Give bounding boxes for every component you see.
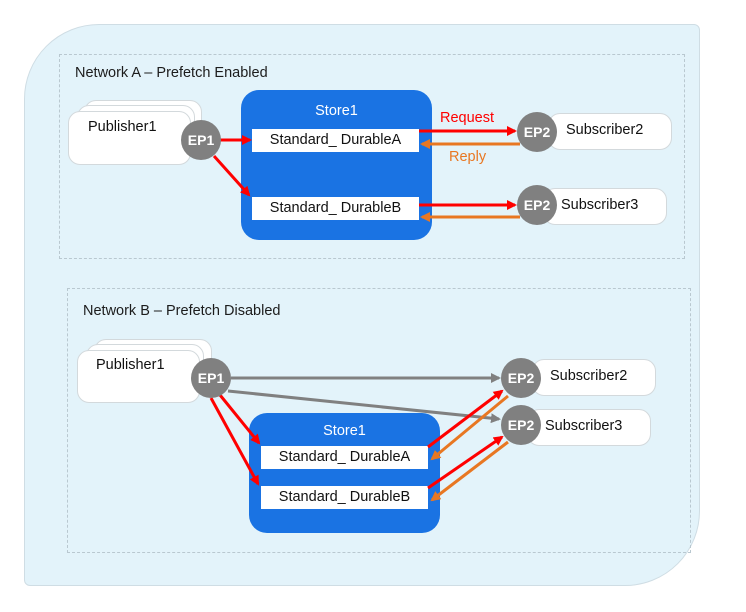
- network-b-store[interactable]: Store1 Standard_ DurableA Standard_ Dura…: [249, 413, 440, 533]
- reply-arrow-subscriber2: [430, 394, 509, 461]
- network-a-publisher-endpoint[interactable]: EP1: [181, 120, 221, 160]
- store-title: Store1: [315, 103, 358, 119]
- reply-label: Reply: [449, 149, 487, 165]
- network-a-subscriber3-endpoint[interactable]: EP2: [517, 185, 557, 225]
- request-label: Request: [440, 110, 495, 126]
- subscriber-label: Subscriber3: [561, 197, 639, 213]
- subscriber-label: Subscriber2: [550, 368, 628, 384]
- queue-durable-a[interactable]: Standard_ DurableA: [261, 446, 428, 469]
- request-arrow-subscriber2: [427, 389, 504, 449]
- queue-durable-a[interactable]: Standard_ DurableA: [252, 129, 419, 152]
- reply-arrow-subscriber3: [430, 440, 509, 502]
- queue-durable-b[interactable]: Standard_ DurableB: [261, 486, 428, 509]
- network-b-subscriber2-endpoint[interactable]: EP2: [501, 358, 541, 398]
- queue-durable-b[interactable]: Standard_ DurableB: [252, 197, 419, 220]
- direct-arrow-subscriber3: [227, 389, 501, 424]
- network-a-subscriber2[interactable]: Subscriber2: [548, 113, 672, 150]
- subscriber-label: Subscriber2: [566, 122, 644, 138]
- publisher-label: Publisher1: [96, 357, 165, 373]
- network-b-publisher-endpoint[interactable]: EP1: [191, 358, 231, 398]
- network-b-subscriber3-endpoint[interactable]: EP2: [501, 405, 541, 445]
- network-a-frame: [59, 54, 685, 259]
- publisher-label: Publisher1: [88, 119, 157, 135]
- network-a-subscriber2-endpoint[interactable]: EP2: [517, 112, 557, 152]
- network-b-frame: [67, 288, 691, 553]
- publish-arrow-durable-a: [218, 394, 261, 445]
- store-title: Store1: [323, 423, 366, 439]
- network-b-publisher[interactable]: Publisher1: [77, 350, 200, 403]
- network-a-publisher[interactable]: Publisher1: [68, 111, 191, 165]
- network-b-title: Network B – Prefetch Disabled: [83, 303, 281, 319]
- network-a-title: Network A – Prefetch Enabled: [75, 65, 268, 81]
- subscriber-label: Subscriber3: [545, 418, 623, 434]
- network-a-store[interactable]: Store1 Standard_ DurableA Standard_ Dura…: [241, 90, 432, 240]
- network-b-subscriber3[interactable]: Subscriber3: [527, 409, 651, 446]
- request-arrow-subscriber3: [427, 435, 504, 490]
- publish-arrow-durable-b: [209, 397, 260, 486]
- network-a-subscriber3[interactable]: Subscriber3: [543, 188, 667, 225]
- publish-arrow-durable-b: [212, 154, 251, 197]
- network-b-subscriber2[interactable]: Subscriber2: [532, 359, 656, 396]
